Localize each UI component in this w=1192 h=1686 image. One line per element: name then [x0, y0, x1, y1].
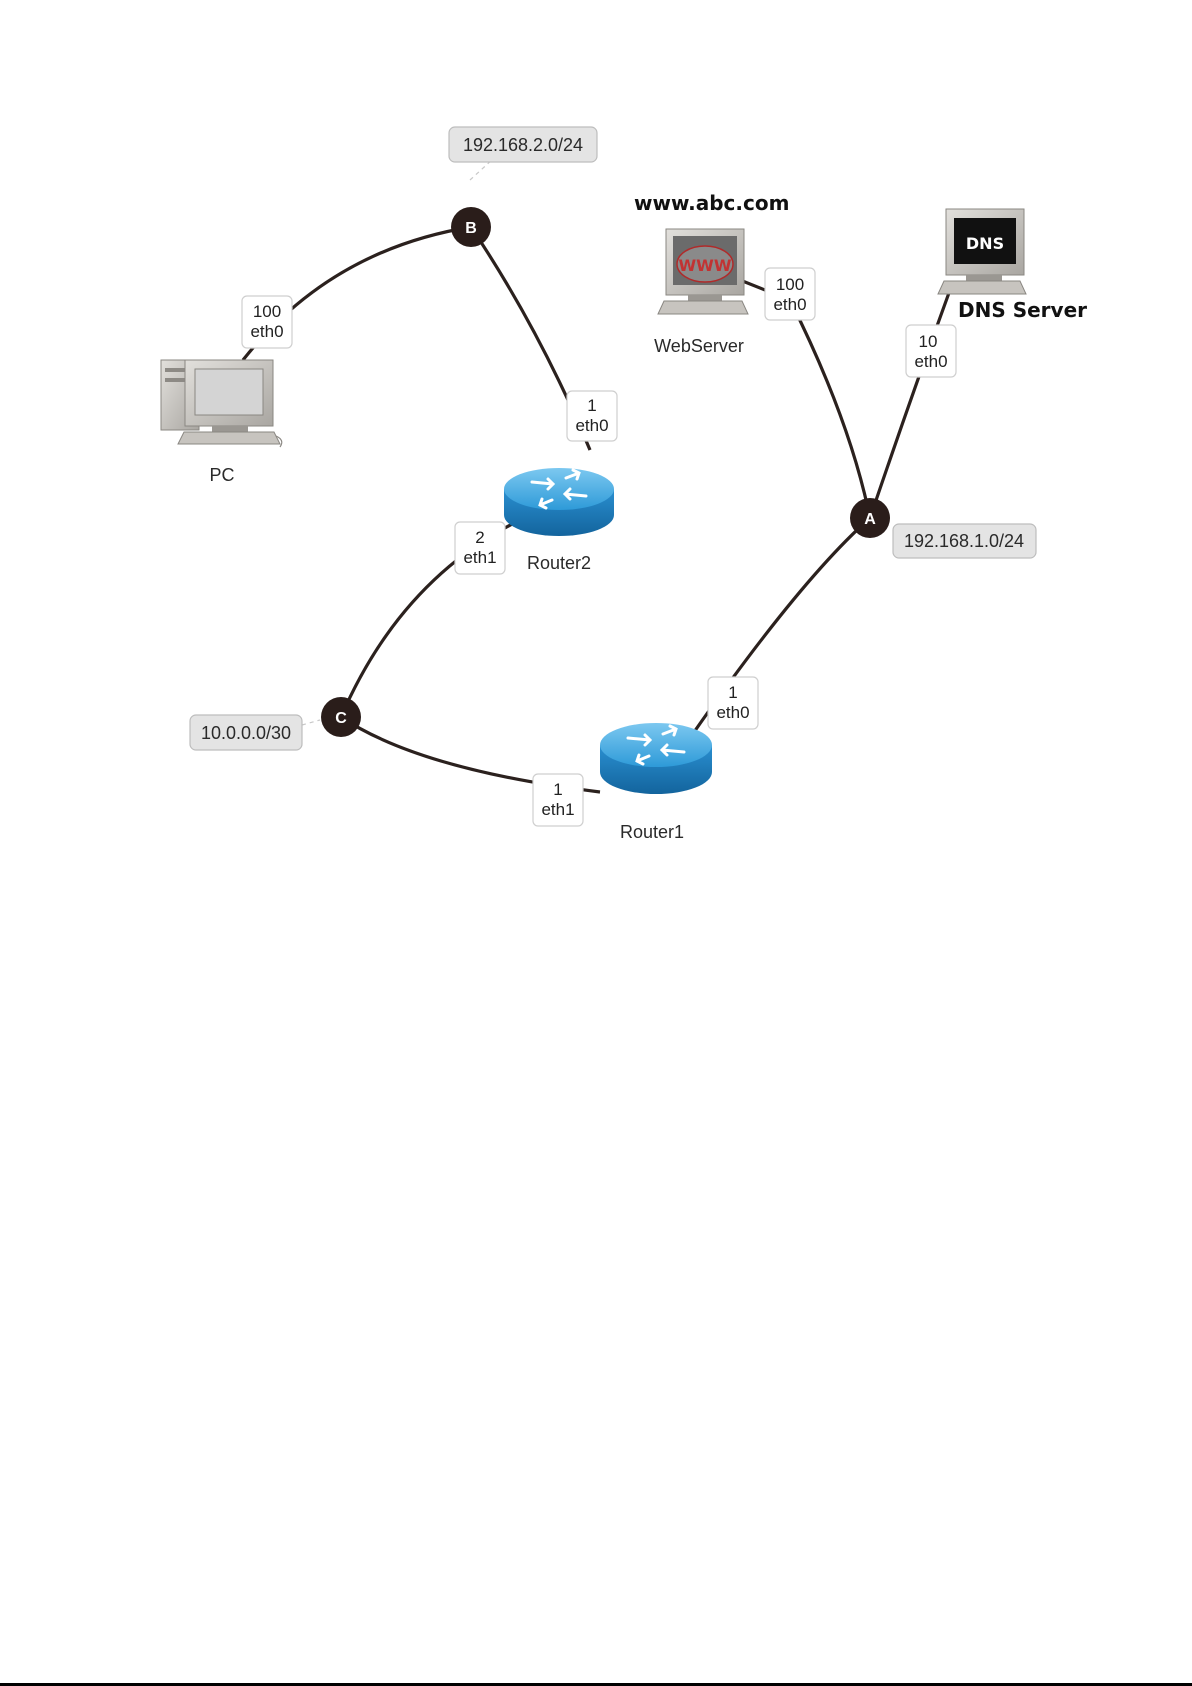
dns-server-icon: DNS	[938, 209, 1026, 294]
iface-router1-eth1-name: eth1	[541, 800, 574, 819]
network-label-a: 192.168.1.0/24	[893, 524, 1036, 558]
network-label-c-text: 10.0.0.0/30	[201, 723, 291, 743]
hub-c-label: C	[335, 710, 347, 727]
iface-router2-eth1-cost: 2	[475, 528, 484, 547]
router2-icon	[504, 468, 614, 536]
iface-router2-eth0-cost: 1	[587, 396, 596, 415]
dns-server-label: DNS Server	[958, 298, 1087, 322]
dns-screen-text: DNS	[966, 234, 1004, 253]
hub-a: A	[850, 498, 890, 538]
hub-b-label: B	[465, 220, 477, 237]
hub-a-label: A	[864, 511, 876, 528]
router1-icon	[600, 723, 712, 794]
webserver-label: WebServer	[654, 336, 744, 356]
iface-webserver-eth0-name: eth0	[773, 295, 806, 314]
network-label-b: 192.168.2.0/24	[449, 127, 597, 162]
iface-router2-eth1-name: eth1	[463, 548, 496, 567]
dashed-connector-c	[302, 720, 320, 725]
pc-icon	[161, 360, 282, 447]
iface-pc-eth0: 100 eth0	[242, 296, 292, 348]
pc-label: PC	[209, 465, 234, 485]
router1-label: Router1	[620, 822, 684, 842]
webserver-domain-label: www.abc.com	[634, 191, 789, 215]
router2-label: Router2	[527, 553, 591, 573]
iface-webserver-eth0-cost: 100	[776, 275, 804, 294]
hub-b: B	[451, 207, 491, 247]
iface-pc-eth0-name: eth0	[250, 322, 283, 341]
iface-router2-eth0: 1 eth0	[567, 391, 617, 441]
iface-router1-eth1: 1 eth1	[533, 774, 583, 826]
webserver-icon: WWW	[658, 229, 748, 314]
iface-router1-eth0: 1 eth0	[708, 677, 758, 729]
iface-router1-eth0-name: eth0	[716, 703, 749, 722]
iface-pc-eth0-cost: 100	[253, 302, 281, 321]
iface-dns-eth0: 10 eth0	[906, 325, 956, 377]
iface-router2-eth1: 2 eth1	[455, 522, 505, 574]
iface-router1-eth0-cost: 1	[728, 683, 737, 702]
iface-router1-eth1-cost: 1	[553, 780, 562, 799]
link-a-dns	[870, 290, 950, 518]
hub-c: C	[321, 697, 361, 737]
iface-dns-eth0-cost: 10	[919, 332, 938, 351]
iface-router2-eth0-name: eth0	[575, 416, 608, 435]
iface-dns-eth0-name: eth0	[914, 352, 947, 371]
network-label-a-text: 192.168.1.0/24	[904, 531, 1024, 551]
webserver-screen-text: WWW	[679, 256, 732, 275]
network-label-c: 10.0.0.0/30	[190, 715, 302, 750]
iface-webserver-eth0: 100 eth0	[765, 268, 815, 320]
network-label-b-text: 192.168.2.0/24	[463, 135, 583, 155]
